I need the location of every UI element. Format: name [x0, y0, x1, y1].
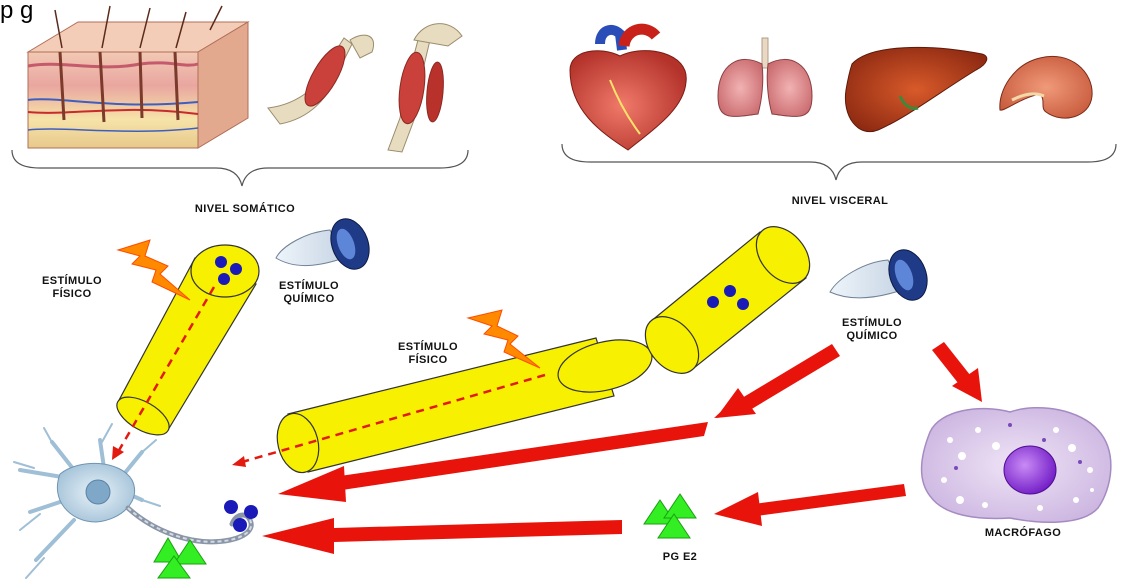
vesicle: [218, 273, 230, 285]
arm-muscle-icon: [268, 24, 462, 152]
lightning-icon: [468, 310, 540, 368]
vesicle: [707, 296, 719, 308]
kidney-icon: [1000, 56, 1092, 118]
vesicle: [244, 505, 258, 519]
macrophage-label: MACRÓFAGO: [985, 526, 1061, 539]
somatic-level-label: NIVEL SOMÁTICO: [195, 202, 295, 215]
arrow-macrophage-to-pge2-body: [754, 484, 906, 516]
macrophage-icon: [922, 408, 1111, 523]
header-fragment: p g: [0, 0, 33, 24]
vesicle: [737, 298, 749, 310]
chemical-flask-icon: [830, 244, 934, 305]
vesicle: [215, 256, 227, 268]
vesicle: [724, 285, 736, 297]
arrow-pge2-to-neuron-body: [334, 520, 622, 542]
visceral-brace: [562, 144, 1116, 180]
chemical-flask-icon: [276, 213, 376, 274]
somatic-brace: [12, 150, 468, 186]
somatic-nerve-fiber: [111, 245, 259, 443]
visceral-nerve-fiber-lower: [271, 331, 657, 477]
arrow-pge2-to-neuron-head: [262, 518, 334, 554]
heart-icon: [570, 29, 686, 150]
liver-icon: [845, 47, 986, 131]
skin-section-icon: [28, 6, 248, 148]
visceral-nerve-fiber-upper: [635, 216, 821, 383]
prostaglandin-icon: [644, 494, 696, 538]
lightning-icon: [118, 240, 190, 300]
vesicle: [233, 518, 247, 532]
arrow-macrophage-to-pge2-head: [714, 492, 762, 526]
pge2-label: PG E2: [663, 551, 697, 563]
neuron-icon: [14, 424, 251, 578]
dashed-signal-visceral-head: [232, 456, 246, 467]
vesicle: [224, 500, 238, 514]
arrow-chemical-to-fiber-body: [742, 344, 840, 410]
visceral-level-label: NIVEL VISCERAL: [792, 195, 888, 207]
prostaglandin-icon: [154, 538, 206, 578]
dashed-signal-somatic-head: [112, 446, 124, 460]
lungs-icon: [718, 38, 812, 116]
vesicle: [230, 263, 242, 275]
